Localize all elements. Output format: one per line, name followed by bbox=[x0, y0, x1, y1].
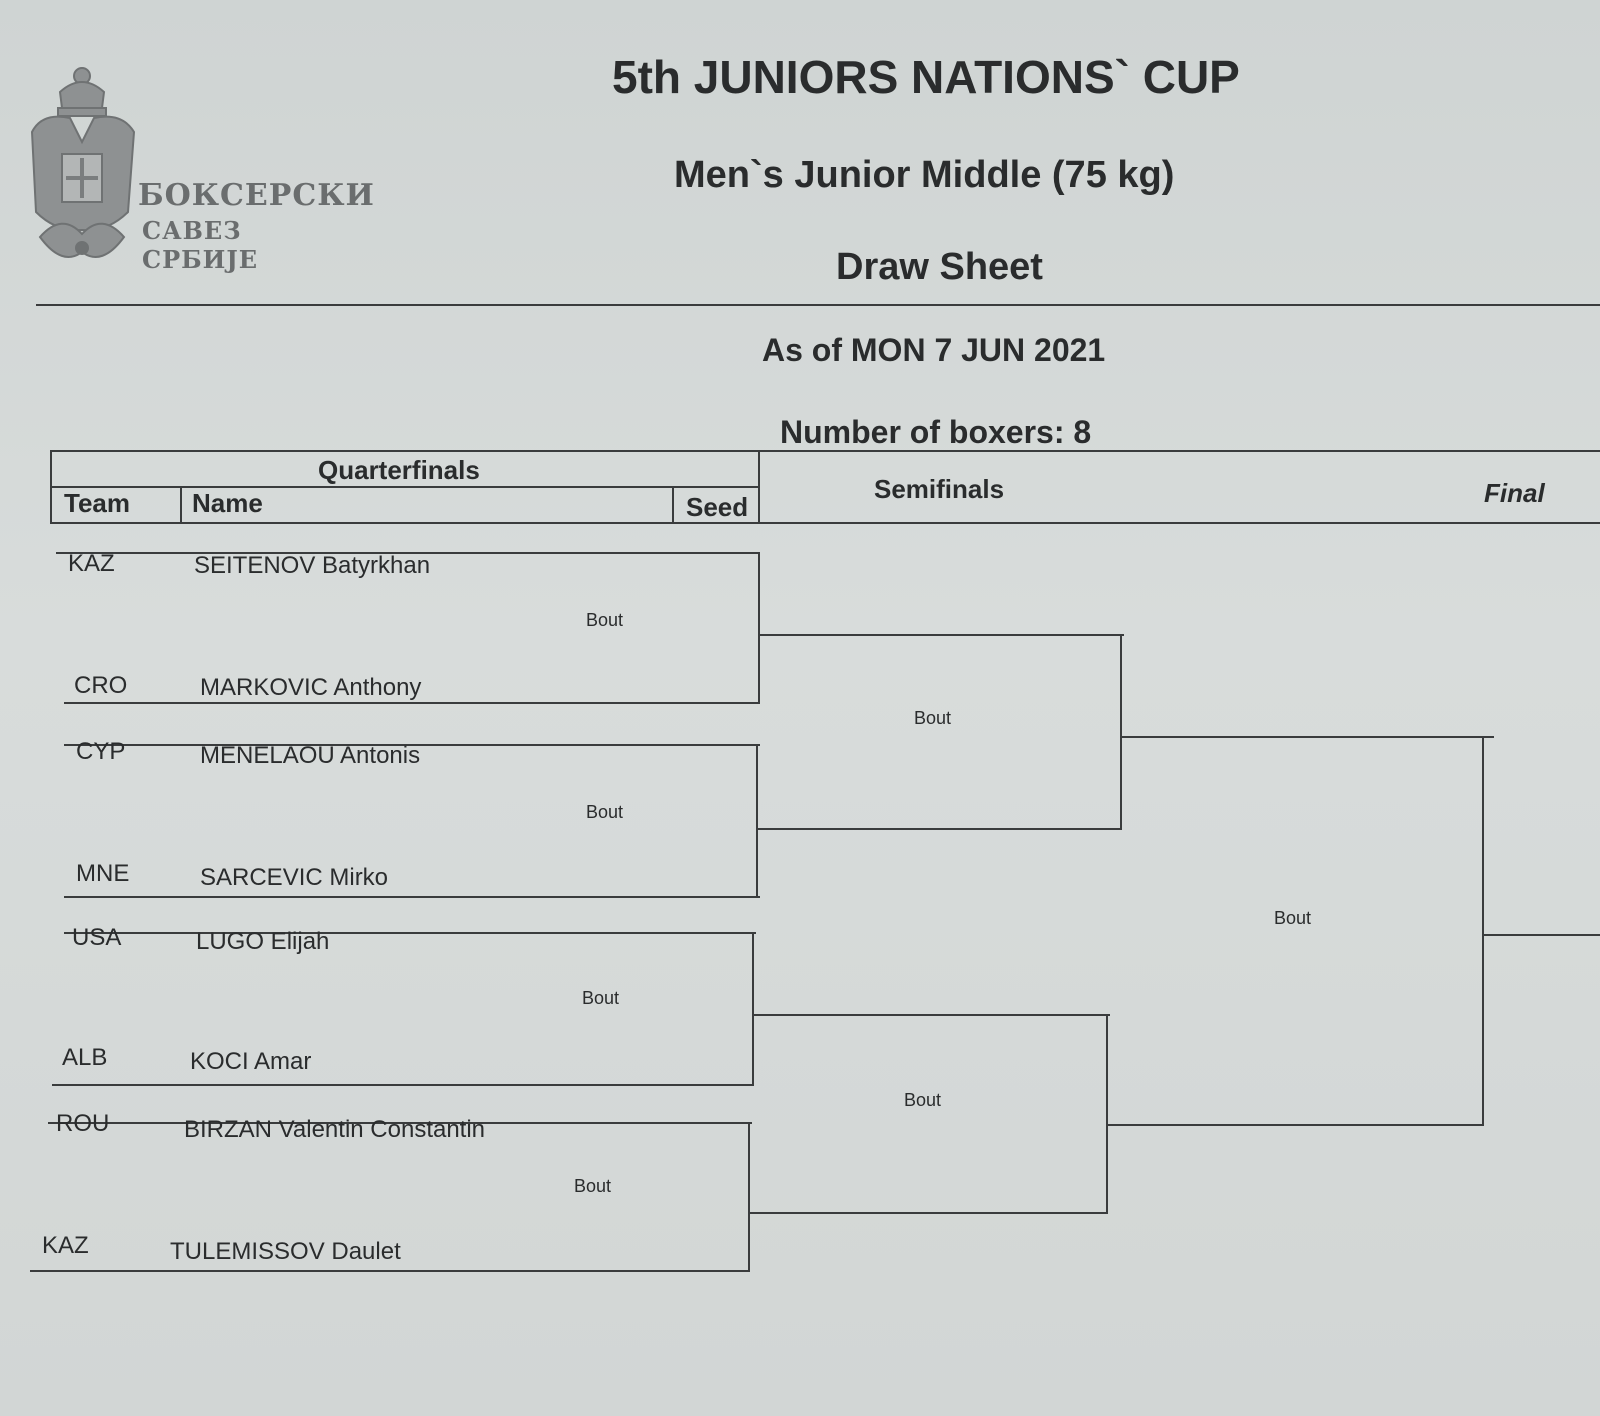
qf2-right-line bbox=[756, 744, 758, 898]
table-top-border bbox=[50, 450, 1600, 452]
header-divider bbox=[36, 304, 1600, 306]
boxer-4-team: MNE bbox=[76, 860, 130, 887]
boxer-6-team: ALB bbox=[62, 1044, 108, 1071]
seed-header: Seed bbox=[686, 492, 749, 522]
event-title: 5th JUNIORS NATIONS` CUP bbox=[612, 51, 1240, 103]
boxer-2-team: CRO bbox=[74, 672, 128, 699]
qf-header-divider bbox=[50, 486, 760, 488]
weight-category: Men`s Junior Middle (75 kg) bbox=[674, 154, 1175, 196]
boxer-7-name: BIRZAN Valentin Constantin bbox=[184, 1116, 486, 1143]
final-bottom-line bbox=[1108, 1124, 1484, 1126]
boxer-3-team: CYP bbox=[76, 738, 126, 765]
federation-logo: БОКСЕРСКИ САВЕЗ СРБИЈЕ bbox=[22, 62, 374, 274]
qf2-bout-label: Bout bbox=[586, 802, 624, 822]
logo-text-line2: САВЕЗ СРБИЈЕ bbox=[142, 216, 258, 274]
serbian-eagle-icon bbox=[30, 67, 136, 258]
qf4-top-line bbox=[48, 1122, 752, 1124]
semifinals-header: Semifinals bbox=[874, 474, 1005, 504]
as-of-date: As of MON 7 JUN 2021 bbox=[762, 332, 1106, 368]
qf4-bout-label: Bout bbox=[574, 1176, 612, 1196]
sf2-bout-label: Bout bbox=[904, 1090, 942, 1110]
qf3-bout-label: Bout bbox=[582, 988, 620, 1008]
final-top-line bbox=[1120, 736, 1494, 738]
name-seed-divider bbox=[672, 486, 674, 522]
qf4-bottom-line bbox=[30, 1270, 750, 1272]
team-header: Team bbox=[64, 488, 130, 518]
boxer-2-name: MARKOVIC Anthony bbox=[200, 674, 422, 701]
sheet-type: Draw Sheet bbox=[836, 246, 1043, 288]
sf1-bottom-line bbox=[758, 828, 1122, 830]
qf3-top-line bbox=[64, 932, 756, 934]
final-header: Final bbox=[1484, 478, 1545, 508]
sf2-right-line bbox=[1106, 1014, 1108, 1214]
team-name-divider bbox=[180, 486, 182, 522]
boxer-5-team: USA bbox=[72, 924, 122, 951]
table-header-bottom bbox=[50, 522, 1600, 524]
boxer-1-name: SEITENOV Batyrkhan bbox=[194, 552, 431, 579]
sf1-bout-label: Bout bbox=[914, 708, 952, 728]
qf3-bottom-line bbox=[52, 1084, 754, 1086]
logo-text-line1: БОКСЕРСКИ bbox=[138, 178, 375, 213]
sf1-top-line bbox=[760, 634, 1124, 636]
qf1-bottom-line bbox=[64, 702, 760, 704]
qf1-top-line bbox=[56, 552, 760, 554]
qf1-bout-label: Bout bbox=[586, 610, 624, 630]
boxer-5-name: LUGO Elijah bbox=[196, 928, 330, 955]
qf2-bottom-line bbox=[64, 896, 760, 898]
sf2-bottom-line bbox=[750, 1212, 1108, 1214]
boxer-6-name: KOCI Amar bbox=[190, 1048, 312, 1075]
qf3-right-line bbox=[752, 932, 754, 1086]
name-header: Name bbox=[192, 488, 263, 518]
boxer-8-team: KAZ bbox=[42, 1232, 89, 1259]
sf2-top-line bbox=[752, 1014, 1110, 1016]
boxer-4-name: SARCEVIC Mirko bbox=[200, 864, 389, 891]
quarterfinals-header: Quarterfinals bbox=[318, 455, 480, 485]
boxer-7-team: ROU bbox=[56, 1110, 110, 1137]
winner-line bbox=[1484, 934, 1600, 936]
boxer-3-name: MENELAOU Antonis bbox=[200, 742, 421, 769]
boxer-1-team: KAZ bbox=[68, 550, 115, 577]
final-bout-label: Bout bbox=[1274, 908, 1312, 928]
table-left-border bbox=[50, 450, 52, 522]
qf-sf-divider bbox=[758, 450, 760, 522]
qf2-top-line bbox=[64, 744, 760, 746]
final-right-line bbox=[1482, 736, 1484, 1126]
boxer-8-name: TULEMISSOV Daulet bbox=[170, 1238, 401, 1265]
qf1-right-line bbox=[758, 552, 760, 704]
sf1-right-line bbox=[1120, 634, 1122, 830]
qf4-right-line bbox=[748, 1122, 750, 1272]
boxer-count: Number of boxers: 8 bbox=[780, 414, 1092, 450]
